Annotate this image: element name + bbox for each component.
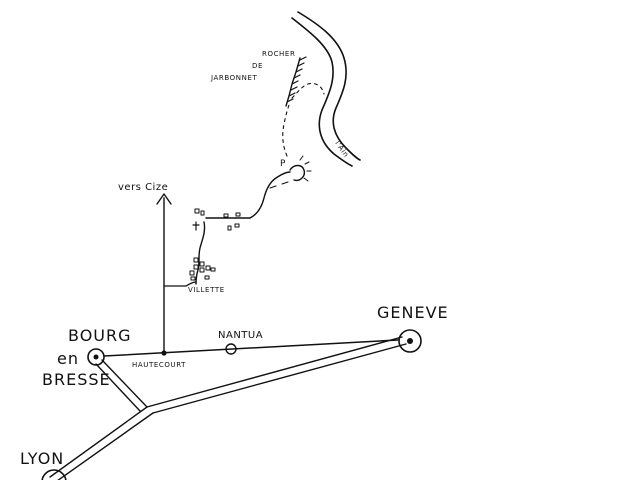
parking-trees <box>299 155 312 182</box>
geneve-label: GENEVE <box>377 303 449 322</box>
road-to-villette <box>195 221 206 285</box>
motorway <box>49 336 407 482</box>
parking-loop <box>289 164 306 182</box>
vers-cize-label: vers Cize <box>118 182 168 193</box>
bourg-marker <box>87 348 105 366</box>
mountain-road <box>249 171 291 219</box>
footpath-to-river <box>291 82 325 99</box>
river-bank-east <box>297 11 361 161</box>
rocher-label-3: JARBONNET <box>210 74 257 82</box>
lyon-marker <box>41 469 67 485</box>
road-cize-arrow-icon <box>156 193 172 205</box>
lyon-label: LYON <box>20 449 64 468</box>
bourg-label-2: en <box>57 349 79 368</box>
hautecourt-junction <box>161 350 167 356</box>
hamlet-buildings <box>194 208 241 231</box>
villette-buildings <box>189 257 216 281</box>
parking-label: P <box>280 159 286 169</box>
nantua-label: NANTUA <box>218 330 263 341</box>
road-dash <box>269 181 289 189</box>
rocher-label-2: DE <box>252 62 263 70</box>
road-hautecourt-villette <box>163 281 197 287</box>
bourg-label-1: BOURG <box>68 326 132 345</box>
cliff-hatching <box>286 56 307 103</box>
geneve-marker <box>398 329 422 353</box>
rocher-label-1: ROCHER <box>262 50 295 58</box>
river-bank-west <box>291 17 353 167</box>
villette-label: VILLETTE <box>188 286 225 294</box>
nantua-marker <box>225 343 237 355</box>
hautecourt-label: HAUTECOURT <box>132 361 186 369</box>
church-cross-icon <box>192 221 200 231</box>
road-bourg-geneve <box>103 339 399 357</box>
bourg-label-3: BRESSE <box>42 370 111 389</box>
footpath-to-cliff <box>282 101 291 157</box>
